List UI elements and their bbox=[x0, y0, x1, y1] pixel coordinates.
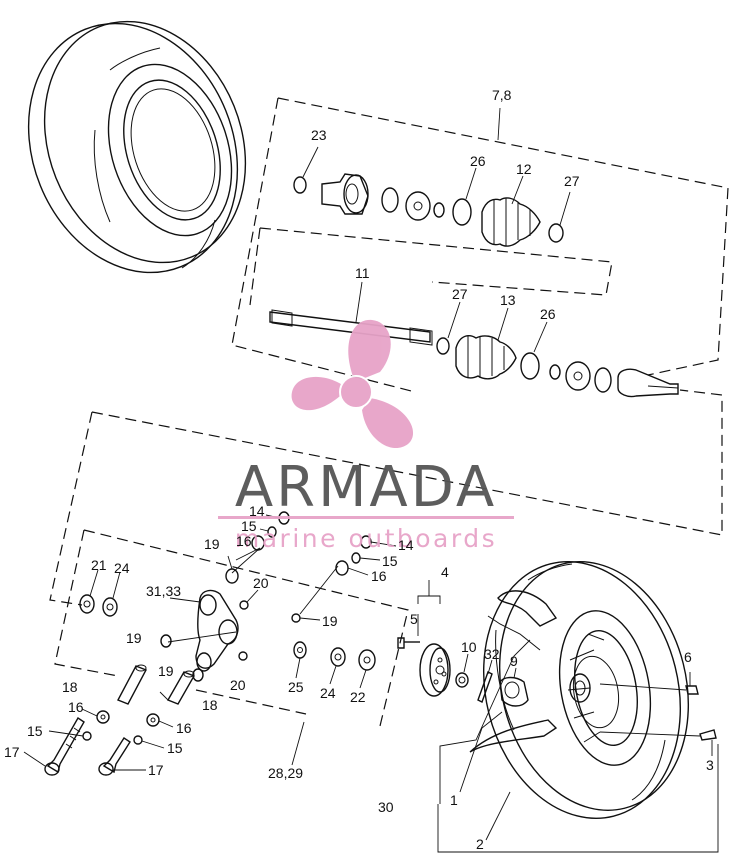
callout-26-lower: 26 bbox=[540, 306, 556, 322]
callout-4: 4 bbox=[441, 564, 449, 580]
callout-20-top: 20 bbox=[253, 575, 269, 591]
callout-30: 30 bbox=[378, 799, 394, 815]
callout-28-29: 28,29 bbox=[268, 765, 303, 781]
callout-24-center: 24 bbox=[320, 685, 336, 701]
callout-2: 2 bbox=[476, 836, 484, 852]
wheel-hub bbox=[397, 580, 451, 697]
callout-22: 22 bbox=[350, 689, 366, 705]
callout-24: 24 bbox=[114, 560, 130, 576]
callout-26: 26 bbox=[470, 153, 486, 169]
callout-3: 3 bbox=[706, 757, 714, 773]
callout-16: 16 bbox=[236, 533, 252, 549]
callout-5: 5 bbox=[410, 611, 418, 627]
callout-10: 10 bbox=[461, 639, 477, 655]
armada-watermark: ARMADA marine outboards bbox=[218, 319, 514, 553]
callout-15-lower-left: 15 bbox=[27, 723, 43, 739]
callout-17-left: 17 bbox=[4, 744, 20, 760]
washer-bolt-set bbox=[23, 708, 174, 776]
brand-tagline: marine outboards bbox=[235, 524, 497, 553]
callout-16-lower-left: 16 bbox=[68, 699, 84, 715]
wheel-bottom-right bbox=[437, 561, 719, 853]
callout-7-8: 7,8 bbox=[492, 87, 512, 103]
callout-19-right: 19 bbox=[322, 613, 338, 629]
tire-top-left bbox=[27, 20, 247, 274]
bearing-set-center bbox=[293, 641, 376, 689]
callout-19-top: 19 bbox=[204, 536, 220, 552]
hub-nut-set bbox=[455, 653, 529, 707]
callout-27: 27 bbox=[564, 173, 580, 189]
callout-21: 21 bbox=[91, 557, 107, 573]
steering-knuckle bbox=[160, 555, 259, 682]
callout-20-bottom: 20 bbox=[230, 677, 246, 693]
callout-15: 15 bbox=[241, 518, 257, 534]
callout-27-lower: 27 bbox=[452, 286, 468, 302]
callout-23: 23 bbox=[311, 127, 327, 143]
brand-name: ARMADA bbox=[235, 455, 497, 520]
callout-1: 1 bbox=[450, 792, 458, 808]
callout-13: 13 bbox=[500, 292, 516, 308]
callout-11: 11 bbox=[355, 265, 370, 281]
callout-16-right: 16 bbox=[371, 568, 387, 584]
upper-link-hardware bbox=[231, 511, 397, 623]
outer-cv-joint-group bbox=[249, 146, 613, 306]
callout-15-lower-right: 15 bbox=[167, 740, 183, 756]
callout-12: 12 bbox=[516, 161, 532, 177]
bearing-set-left bbox=[79, 569, 121, 617]
callout-32: 32 bbox=[484, 646, 500, 662]
callout-17-right: 17 bbox=[148, 762, 164, 778]
propeller-logo bbox=[291, 319, 414, 449]
callout-19-bottom: 19 bbox=[158, 663, 174, 679]
pin-set bbox=[117, 664, 196, 705]
callout-18-left: 18 bbox=[62, 679, 78, 695]
callout-19-left: 19 bbox=[126, 630, 142, 646]
knuckle-outline bbox=[49, 389, 723, 766]
callout-18-right: 18 bbox=[202, 697, 218, 713]
callout-9: 9 bbox=[510, 653, 518, 669]
callout-6: 6 bbox=[684, 649, 692, 665]
callout-14: 14 bbox=[249, 503, 265, 519]
callout-31-33: 31,33 bbox=[146, 583, 181, 599]
callout-15-right: 15 bbox=[382, 553, 398, 569]
callout-25: 25 bbox=[288, 679, 304, 695]
callout-16-lower-right: 16 bbox=[176, 720, 192, 736]
inner-cv-joint-group bbox=[436, 301, 679, 398]
callout-labels: 7,8 23 26 12 27 11 27 13 26 14 15 16 14 … bbox=[4, 87, 714, 852]
callout-14-right: 14 bbox=[398, 537, 414, 553]
